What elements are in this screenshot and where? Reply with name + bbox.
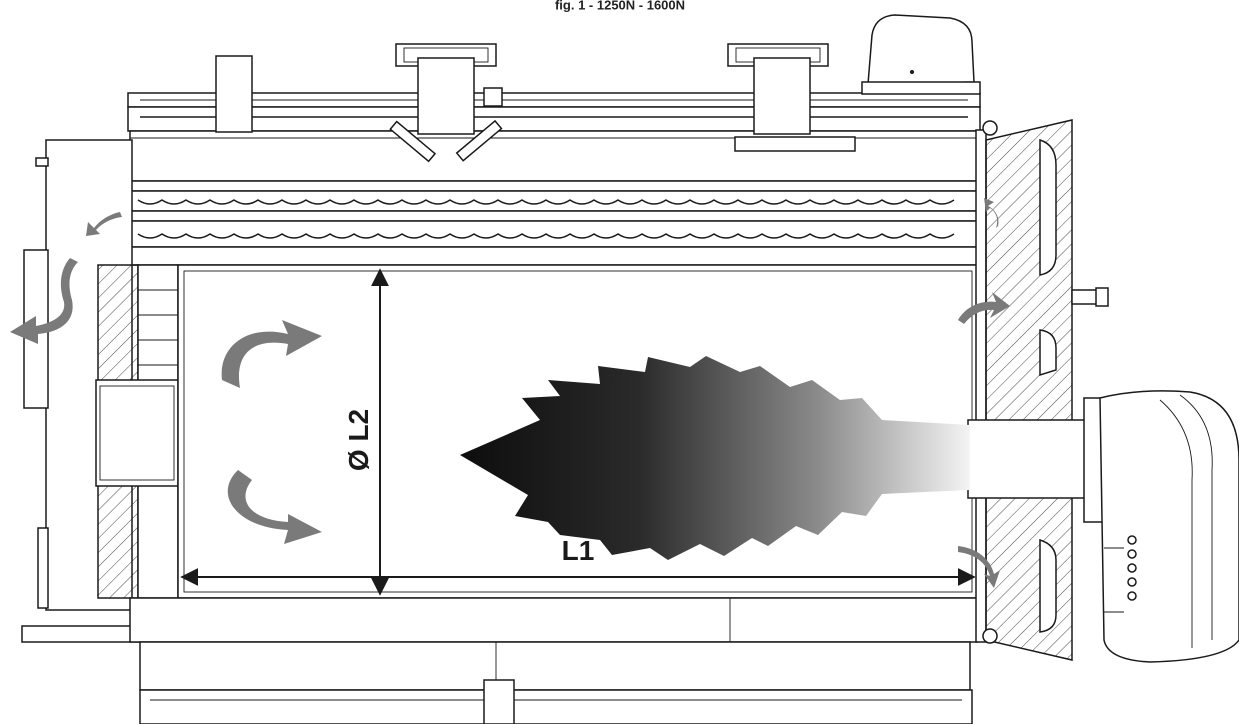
- control-box: [861, 14, 981, 95]
- burner-body: [1099, 390, 1239, 663]
- flow-arrow-front-lower: [958, 546, 1000, 588]
- top-flange-center: [389, 43, 503, 163]
- bottom-casing: [129, 597, 979, 724]
- dimension-l2-label: Ø L2: [343, 409, 374, 471]
- top-casing: [127, 92, 981, 182]
- front-door: [975, 119, 1109, 661]
- figure-caption: fig. 1 - 1250N - 1600N: [555, 0, 685, 12]
- top-support-left: [215, 55, 253, 133]
- dimension-l1: L1: [180, 535, 976, 586]
- dimension-l1-label: L1: [562, 535, 595, 566]
- smoke-tubes: [129, 180, 979, 266]
- flow-arrow-rear-exit: [10, 258, 78, 344]
- top-flange-right: [727, 43, 829, 135]
- rear-refractory: [95, 264, 179, 599]
- flow-arrow-front-upper: [984, 198, 999, 228]
- flow-arrow-upper: [221, 320, 322, 388]
- flow-arrow-front-top: [958, 292, 1010, 324]
- flow-arrow-rear-upper: [86, 212, 122, 236]
- burner-head: [967, 397, 1107, 523]
- dimension-l2: Ø L2: [343, 268, 389, 596]
- flame: [460, 356, 970, 560]
- flow-arrows: [10, 198, 1010, 588]
- flow-arrow-lower: [227, 470, 322, 544]
